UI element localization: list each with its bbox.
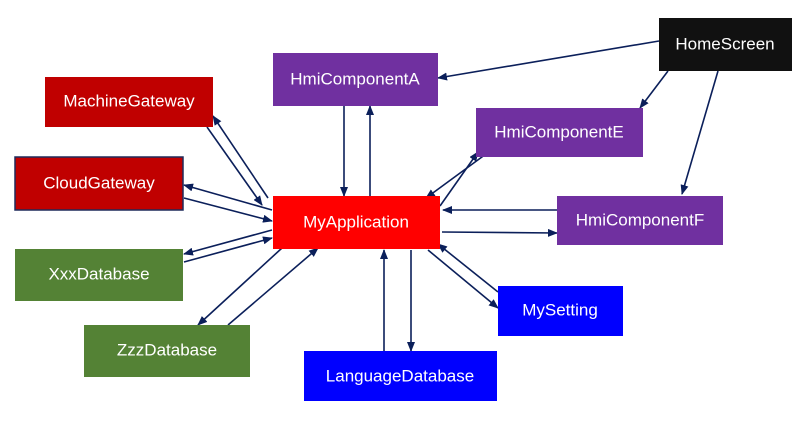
node-zzzdatabase-box: [84, 325, 250, 377]
edge-machinegateway-to-myapplication: [206, 126, 263, 206]
node-machinegateway-box: [45, 77, 213, 127]
edge-myapplication-to-mysetting: [427, 249, 499, 309]
node-zzzdatabase-label: ZzzDatabase: [117, 340, 217, 359]
node-languagedatabase-box: [304, 351, 497, 401]
edge-myapplication-to-machinegateway: [212, 115, 269, 199]
edge-homescreen-to-hmicomponente: [639, 70, 669, 109]
edge-hmicomponente-to-myapplication: [425, 153, 487, 199]
edge-mysetting-to-myapplication: [437, 243, 499, 293]
edge-myapplication-to-xxxdatabase: [183, 229, 273, 256]
edge-myapplication-to-hmicomponente: [439, 151, 479, 207]
node-hmicomponentf[interactable]: HmiComponentF: [557, 196, 723, 245]
node-hmicomponentf-label: HmiComponentF: [576, 210, 705, 229]
edges-layer: [183, 40, 719, 352]
node-zzzdatabase[interactable]: ZzzDatabase: [84, 325, 250, 377]
node-xxxdatabase[interactable]: XxxDatabase: [15, 249, 183, 301]
node-cloudgateway-box: [14, 156, 184, 211]
node-myapplication[interactable]: MyApplication: [273, 196, 440, 249]
node-hmicomponenta[interactable]: HmiComponentA: [273, 53, 438, 106]
node-homescreen-box: [659, 18, 792, 71]
edge-homescreen-to-hmicomponentf: [680, 70, 719, 195]
edge-cloudgateway-to-myapplication: [183, 197, 273, 223]
edge-myapplication-to-hmicomponentf: [441, 228, 558, 237]
edge-myapplication-to-zzzdatabase: [197, 247, 283, 326]
node-machinegateway-label: MachineGateway: [63, 91, 195, 110]
edge-zzzdatabase-to-myapplication: [227, 247, 319, 326]
node-hmicomponenta-box: [273, 53, 438, 106]
node-languagedatabase[interactable]: LanguageDatabase: [304, 351, 497, 401]
node-hmicomponentf-box: [557, 196, 723, 245]
node-mysetting-label: MySetting: [522, 300, 598, 319]
node-homescreen[interactable]: HomeScreen: [659, 18, 792, 71]
node-hmicomponente[interactable]: HmiComponentE: [476, 108, 643, 157]
edge-xxxdatabase-to-myapplication: [183, 236, 273, 263]
edge-homescreen-to-hmicomponenta: [437, 40, 660, 81]
node-myapplication-label: MyApplication: [303, 212, 409, 231]
node-hmicomponenta-label: HmiComponentA: [290, 69, 420, 88]
node-hmicomponente-label: HmiComponentE: [494, 122, 623, 141]
node-homescreen-label: HomeScreen: [675, 34, 774, 53]
node-mysetting[interactable]: MySetting: [498, 286, 623, 336]
node-cloudgateway-label: CloudGateway: [43, 173, 155, 192]
node-languagedatabase-label: LanguageDatabase: [326, 366, 474, 385]
node-xxxdatabase-label: XxxDatabase: [48, 264, 149, 283]
nodes-layer: MyApplication HmiComponentA HmiComponent…: [14, 18, 792, 401]
node-machinegateway[interactable]: MachineGateway: [45, 77, 213, 127]
node-mysetting-box: [498, 286, 623, 336]
node-hmicomponente-box: [476, 108, 643, 157]
edge-myapplication-to-cloudgateway: [183, 183, 273, 211]
node-xxxdatabase-box: [15, 249, 183, 301]
node-cloudgateway[interactable]: CloudGateway: [14, 156, 184, 211]
node-myapplication-box: [273, 196, 440, 249]
